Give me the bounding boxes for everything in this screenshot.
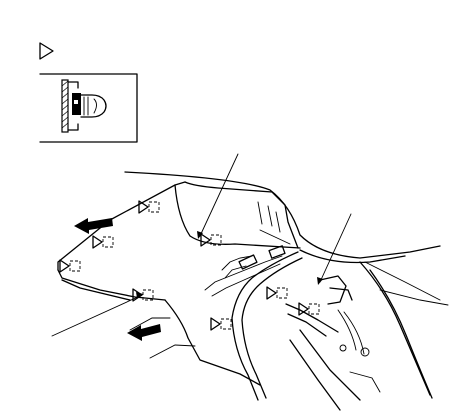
clip-marker-2: [92, 235, 114, 249]
quarter-trim-panel: [57, 181, 301, 386]
clip-marker-8: [298, 302, 320, 316]
clip-fastener: [72, 93, 107, 118]
clip-marker-5: [200, 233, 222, 247]
rear-quarter-body: [359, 261, 449, 399]
vehicle-body-structure: [124, 171, 441, 301]
callout-line-1: [197, 153, 239, 239]
clip-marker-4: [132, 288, 154, 302]
callout-line-3: [51, 292, 143, 337]
removal-arrow-upper-icon: [74, 218, 113, 234]
removal-arrow-lower-icon: [127, 324, 161, 341]
clip-marker-3: [59, 259, 81, 273]
clip-marker-1: [138, 200, 160, 214]
door-opening-weatherstrip: [231, 251, 303, 401]
callout-line-2: [317, 213, 352, 285]
clip-marker-6: [210, 317, 232, 331]
inner-bracket-detail: [204, 245, 286, 297]
clip-marker-7: [266, 286, 288, 300]
seat-belt-anchor-assembly: [285, 275, 381, 411]
clip-detail-inset: [39, 73, 138, 143]
panel-section: [61, 79, 79, 133]
legend-triangle-icon: [39, 42, 54, 60]
